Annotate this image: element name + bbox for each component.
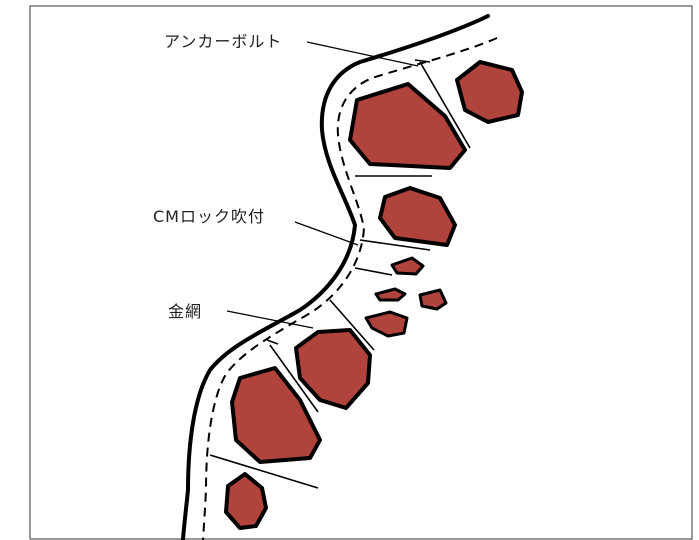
rock-blocks [224, 60, 524, 530]
anchor-bolt-line [359, 239, 431, 251]
wire-mesh-dashed-line [202, 37, 498, 540]
anchor-bolt-line [354, 267, 393, 276]
anchor-bolt-line [209, 454, 319, 489]
anchor-bolt-line [419, 61, 471, 149]
label-wire-mesh: 金網 [168, 302, 202, 321]
rock-block [348, 82, 467, 170]
rock-block [364, 310, 409, 338]
rock-block [455, 60, 524, 124]
leader-lines [226, 41, 419, 329]
rock-block [418, 288, 448, 311]
rock-block [224, 472, 268, 530]
anchor-bolt-line [266, 339, 279, 345]
anchor-bolt-line [329, 299, 375, 351]
leader-line-wire-mesh [226, 310, 314, 329]
label-anchor-bolt: アンカーボルト [164, 32, 282, 51]
leader-line-cm-rock-spray [294, 221, 359, 246]
rock-block [230, 366, 322, 464]
label-cm-rock-spray: CMロック吹付 [153, 207, 265, 226]
rock-block [294, 328, 372, 410]
rock-block [378, 186, 457, 247]
anchor-bolt-line [269, 344, 319, 413]
diagram-frame [29, 5, 693, 540]
rock-block [390, 256, 425, 276]
anchor-bolt-line [414, 59, 431, 63]
spray-surface-line [181, 14, 490, 540]
leader-line-anchor-bolt [306, 41, 419, 67]
anchor-bolts [209, 59, 471, 489]
rock-block [374, 287, 407, 302]
